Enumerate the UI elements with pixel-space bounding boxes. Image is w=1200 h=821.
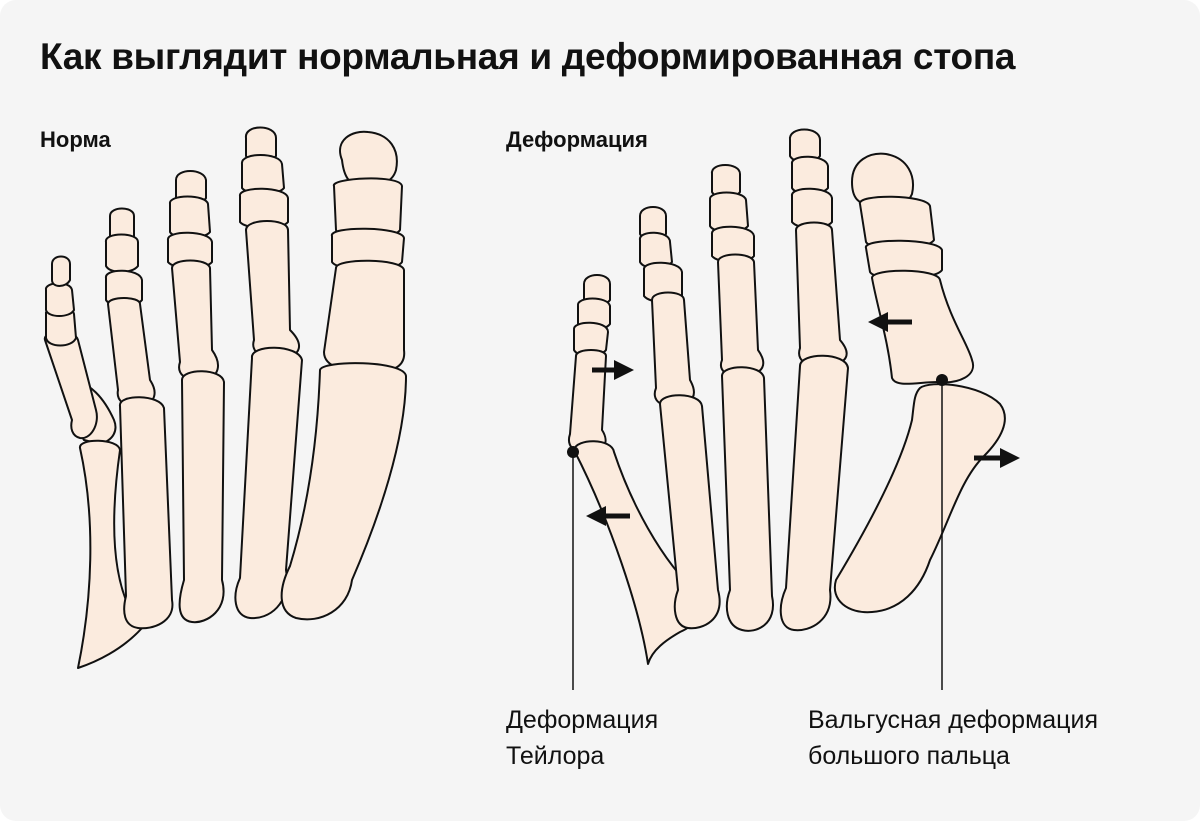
normal-toe-1 [280,130,407,621]
tailor-caption-line2: Тейлора [506,742,605,770]
tailor-callout-dot [567,446,579,458]
callouts [567,374,948,690]
normal-toe-3 [167,170,225,624]
deformed-toe-4 [639,206,721,630]
deformed-foot [568,128,1006,665]
arrows [586,312,1020,526]
diagram-title: Как выглядит нормальная и деформированна… [40,36,1016,77]
deformed-toe-1 [833,152,1006,614]
deformed-toe-3 [709,164,775,632]
normal-toe-2 [234,126,303,620]
tailor-caption: Деформация Тейлора [506,702,658,774]
hallux-callout-dot [936,374,948,386]
tailor-caption-line1: Деформация [506,706,659,734]
deformed-label: Деформация [506,127,648,152]
hallux-caption-line1: Вальгусная деформация [808,706,1099,734]
deformed-toe-2 [779,128,849,632]
normal-toe-4 [105,207,174,630]
hallux-caption-line2: большого пальца [808,742,1010,770]
normal-label: Норма [40,127,111,152]
deformed-toe-5 [568,274,704,665]
normal-foot [43,126,407,669]
hallux-caption: Вальгусная деформация большого пальца [808,702,1098,774]
